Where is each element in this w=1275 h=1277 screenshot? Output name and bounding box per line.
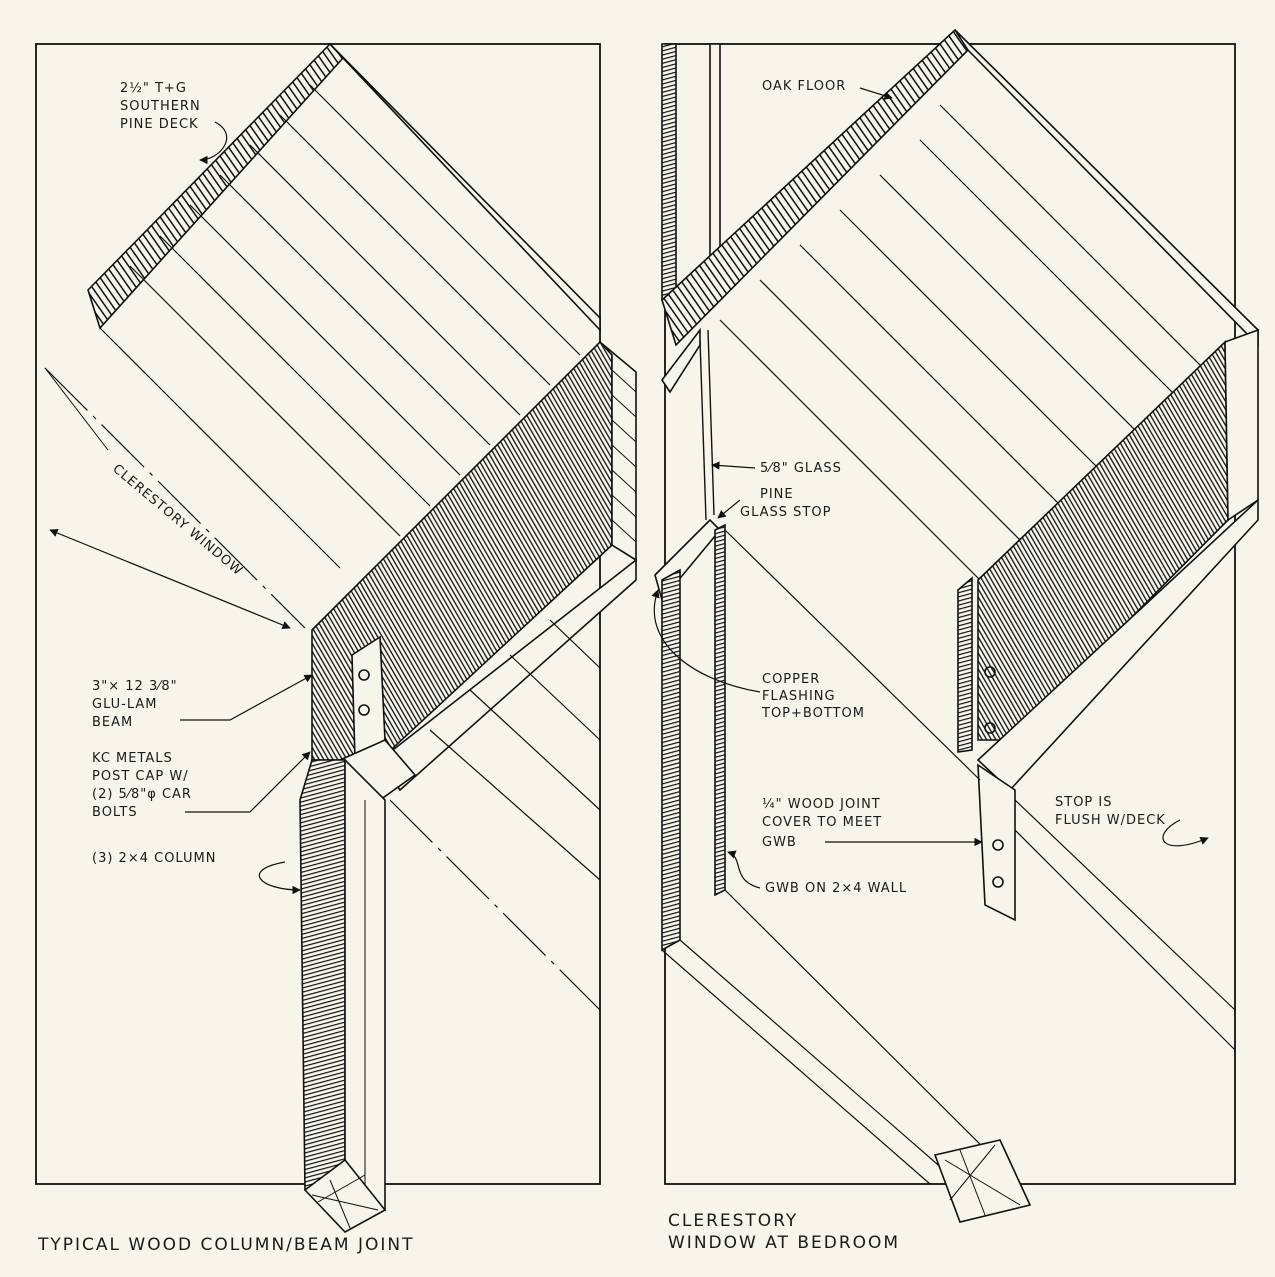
beam-lamination-lines	[611, 369, 637, 543]
floor-board-lines	[719, 104, 1231, 601]
right-bolt-1	[984, 666, 996, 678]
glass-label: 5⁄8" GLASS	[760, 461, 842, 476]
deck-label-line-3: PINE DECK	[120, 117, 199, 132]
deck-leader	[199, 121, 228, 165]
wall-base-lines	[661, 529, 1236, 1185]
joint-cover-label-line-3: GWB	[762, 835, 797, 850]
glass-stop-label-line-2: GLASS STOP	[740, 505, 831, 520]
flashing-label-line-1: COPPER	[762, 672, 820, 687]
deck-board-lines	[44, 84, 581, 629]
flashing-label-line-2: FLASHING	[762, 689, 836, 704]
glass-leader	[711, 461, 756, 470]
oak-floor-leader	[859, 87, 893, 100]
right-bolt-3	[992, 839, 1004, 851]
post-cap-label-line-1: KC METALS	[92, 751, 173, 766]
glass-stop-label-line-1: PINE	[760, 487, 794, 502]
oak-floor-edge	[661, 28, 970, 347]
right-detail-panel	[651, 28, 1259, 1223]
joint-cover-label-line-2: COVER TO MEET	[762, 815, 882, 830]
wall-section-cut	[933, 1139, 1032, 1223]
right-beam-edge	[1224, 328, 1259, 522]
right-caption-line-1: CLERESTORY	[668, 1211, 798, 1231]
right-bolt-4	[992, 876, 1004, 888]
beam-label-line-3: BEAM	[92, 715, 133, 730]
oak-floor-label: OAK FLOOR	[762, 79, 846, 94]
right-bolt-2	[984, 722, 996, 734]
glass-stop-piece	[957, 576, 973, 753]
lower-wall-gwb	[714, 523, 726, 897]
gwb-wall-label: GWB ON 2×4 WALL	[765, 881, 907, 896]
car-bolt-2	[358, 704, 370, 716]
flashing-leader	[651, 589, 761, 693]
post-cap-label-line-2: POST CAP W/	[92, 769, 189, 784]
lower-wall-left	[661, 568, 681, 952]
column-2x4-face	[299, 759, 346, 1191]
column-section-cut	[303, 1158, 387, 1233]
clerestory-dimension-label: CLERESTORY WINDOW	[109, 462, 245, 580]
beam-label-line-1: 3"× 12 3⁄8"	[92, 679, 178, 694]
oak-floor-top	[954, 29, 1259, 347]
pine-deck-top	[329, 43, 601, 333]
wall-section-x	[944, 1144, 1021, 1216]
deck-label-line-1: 2½" T+G	[120, 81, 187, 96]
post-cap-label-line-4: BOLTS	[92, 805, 138, 820]
car-bolt-1	[358, 669, 370, 681]
upper-wall-left	[661, 43, 677, 301]
joint-cover-label-line-1: ¼" WOOD JOINT	[762, 797, 881, 812]
ceiling-lines	[389, 619, 601, 1011]
stop-flush-label-line-2: FLUSH W/DECK	[1055, 813, 1166, 828]
post-cap-label-line-3: (2) 5⁄8"φ CAR	[92, 787, 192, 802]
deck-label-line-2: SOUTHERN	[120, 99, 201, 114]
dimension-extension-top	[44, 367, 109, 451]
column-leader	[258, 861, 301, 895]
flashing-label-line-3: TOP+BOTTOM	[761, 706, 865, 721]
glass-pane-right	[707, 329, 715, 516]
right-labels: OAK FLOOR 5⁄8" GLASS PINE GLASS STOP COP…	[668, 79, 1166, 1253]
stop-flush-leader	[1162, 819, 1209, 847]
clerestory-dimension-line	[49, 528, 291, 630]
right-caption-line-2: WINDOW AT BEDROOM	[668, 1233, 900, 1253]
stop-flush-label-line-1: STOP IS	[1055, 795, 1112, 810]
left-detail-panel	[35, 42, 637, 1233]
column-label: (3) 2×4 COLUMN	[92, 851, 216, 866]
upper-flashing	[661, 327, 701, 394]
glass-stop-leader	[717, 499, 741, 519]
beam-label-line-2: GLU-LAM	[92, 697, 158, 712]
gwb-leader	[727, 850, 761, 889]
left-caption: TYPICAL WOOD COLUMN/BEAM JOINT	[37, 1235, 415, 1255]
column-section-x	[311, 1174, 379, 1229]
glass-pane-left	[699, 339, 707, 521]
post-cap-leader	[185, 751, 311, 813]
right-lower-plate	[977, 763, 1016, 922]
beam-leader	[180, 674, 313, 721]
